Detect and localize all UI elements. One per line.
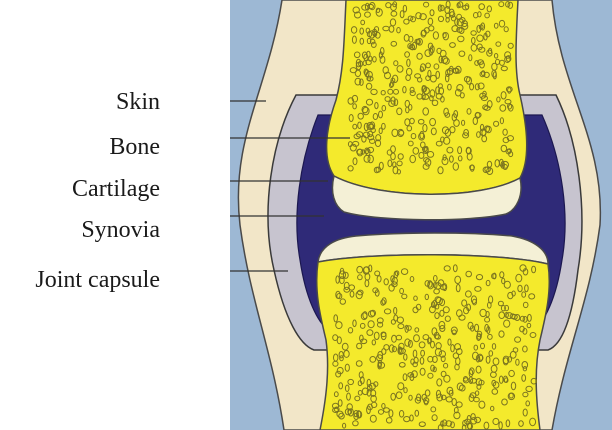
joint-illustration (230, 0, 612, 430)
